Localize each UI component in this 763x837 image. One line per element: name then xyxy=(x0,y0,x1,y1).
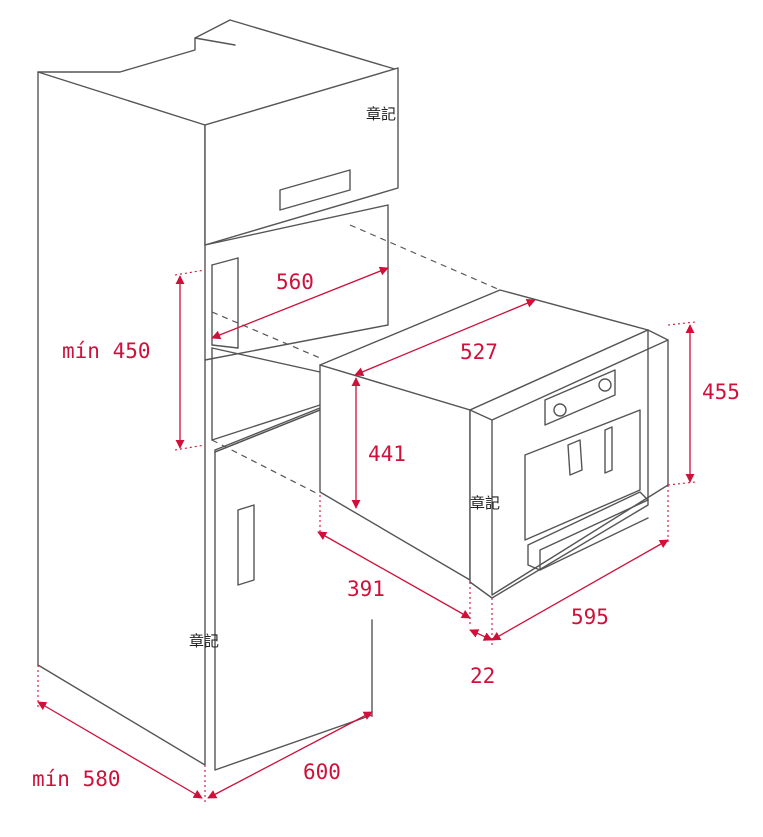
label-441: 441 xyxy=(368,442,406,466)
lower-door-handle xyxy=(237,504,255,586)
label-391: 391 xyxy=(347,577,385,601)
label-min-450: mín 450 xyxy=(62,339,151,363)
left-knob xyxy=(553,403,567,417)
upper-drawer-handle xyxy=(279,169,351,211)
label-455: 455 xyxy=(702,380,740,404)
label-min-580: mín 580 xyxy=(32,767,121,791)
note-top: 章記 xyxy=(366,105,396,123)
label-595: 595 xyxy=(571,605,609,629)
label-600: 600 xyxy=(303,760,341,784)
note-machine: 章記 xyxy=(470,494,500,512)
label-560: 560 xyxy=(276,270,314,294)
notes: 章記 章記 章記 xyxy=(189,105,500,650)
dimension-labels: 560 mín 450 527 441 455 391 595 22 mín 5… xyxy=(32,270,740,791)
coffee-spout xyxy=(567,439,583,476)
milk-spout xyxy=(604,426,613,474)
dimension-lines xyxy=(37,266,696,805)
label-527: 527 xyxy=(460,340,498,364)
tall-cabinet xyxy=(37,19,399,771)
label-22: 22 xyxy=(470,664,495,688)
control-panel xyxy=(544,369,616,426)
right-knob xyxy=(598,378,612,392)
note-cabinet: 章記 xyxy=(189,632,219,650)
